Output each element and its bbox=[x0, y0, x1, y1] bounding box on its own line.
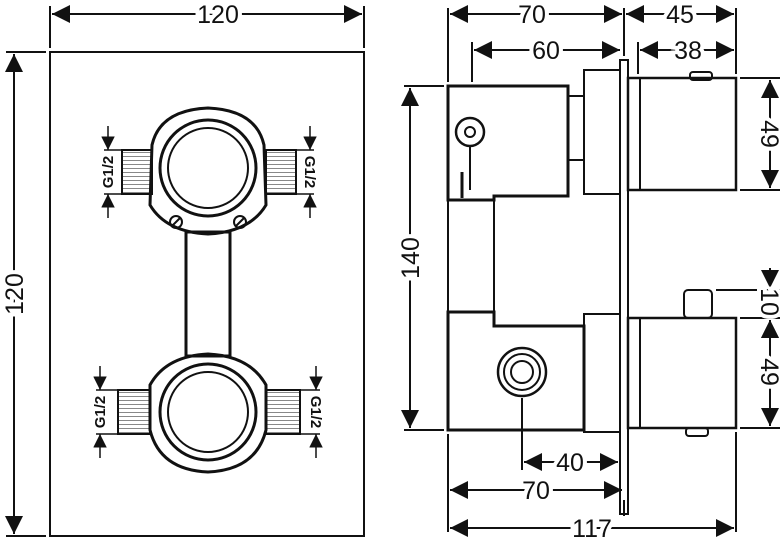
side-lower-knob-pin bbox=[683, 289, 713, 319]
side-upper-body bbox=[446, 84, 570, 202]
label-knob-10: 10 bbox=[755, 288, 782, 316]
front-view bbox=[5, 5, 365, 537]
label-knob-49-bottom: 49 bbox=[755, 358, 782, 386]
upper-screw-left bbox=[169, 215, 183, 229]
label-bottom-117: 117 bbox=[572, 515, 612, 543]
label-top-45: 45 bbox=[666, 1, 694, 29]
thread-label-upper-left: G1/2 bbox=[100, 156, 117, 189]
upper-right-thread bbox=[265, 149, 297, 195]
side-upper-knob bbox=[626, 76, 738, 192]
label-140: 140 bbox=[397, 237, 425, 279]
upper-valve-ring bbox=[158, 118, 258, 218]
label-top-38: 38 bbox=[674, 37, 702, 65]
lower-right-thread bbox=[265, 389, 301, 435]
label-bottom-70: 70 bbox=[522, 477, 550, 505]
front-plate bbox=[49, 51, 365, 537]
side-lower-port bbox=[496, 346, 548, 398]
lower-left-thread bbox=[117, 389, 151, 435]
thread-label-lower-right: G1/2 bbox=[307, 396, 324, 429]
front-width-label: 120 bbox=[197, 1, 239, 29]
label-knob-49-top: 49 bbox=[755, 120, 782, 148]
thread-label-upper-right: G1/2 bbox=[301, 156, 318, 189]
lower-valve-ring bbox=[158, 362, 258, 462]
upper-screw-right bbox=[233, 215, 247, 229]
label-bottom-40: 40 bbox=[556, 449, 584, 477]
side-view bbox=[401, 5, 780, 537]
connector-pipe bbox=[184, 230, 232, 358]
label-top-60: 60 bbox=[532, 37, 560, 65]
label-top-70: 70 bbox=[518, 1, 546, 29]
side-lower-knob bbox=[626, 316, 738, 430]
front-height-label: 120 bbox=[1, 273, 29, 315]
upper-left-thread bbox=[121, 149, 153, 195]
side-upper-port bbox=[454, 116, 486, 148]
thread-label-lower-left: G1/2 bbox=[92, 396, 109, 429]
upper-valve-body bbox=[148, 106, 268, 236]
side-lower-body bbox=[446, 310, 586, 432]
